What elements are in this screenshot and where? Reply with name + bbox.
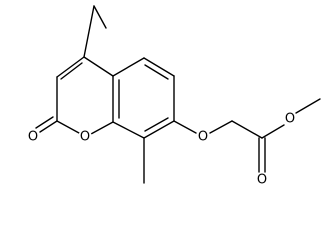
bond-c7-ether-o xyxy=(173,120,197,134)
bond-ch2-ester-c xyxy=(231,120,263,139)
ester-oxygen-atom: O xyxy=(283,112,297,127)
ester-oxygen-label: O xyxy=(285,112,295,127)
ether-oxygen-bg xyxy=(196,130,210,144)
bond-ester-c-o xyxy=(261,124,285,139)
bond-ethyl-ch2 xyxy=(83,5,95,58)
bond-c2-o1 xyxy=(56,120,80,134)
bond-o1-c8a xyxy=(90,121,114,135)
bond-c2-carbonyl-o-double xyxy=(35,116,54,129)
bond-c2-carbonyl-o xyxy=(39,120,58,133)
bond-c8-c8a xyxy=(112,121,145,139)
ether-oxygen-label: O xyxy=(198,130,208,145)
ring-oxygen-bg xyxy=(78,130,92,144)
bond-c4-c3-double xyxy=(60,62,83,80)
atom-labels: O O O O O xyxy=(26,112,297,188)
bond-c4a-c4 xyxy=(83,56,114,77)
carbonyl-oxygen-label: O xyxy=(28,130,38,145)
bond-lines xyxy=(35,5,321,184)
ring-oxygen-atom: O xyxy=(78,130,92,145)
bond-ester-o-ch3 xyxy=(295,98,321,114)
ester-carbonyl-oxygen-label: O xyxy=(257,173,267,188)
carbonyl-oxygen-atom: O xyxy=(26,130,40,145)
bond-c4-c3 xyxy=(56,56,85,78)
bond-c5-c6 xyxy=(143,57,175,77)
carbonyl-oxygen-bg xyxy=(26,130,40,144)
bond-ether-o-ch2 xyxy=(209,120,233,134)
ester-carbonyl-oxygen-atom: O xyxy=(255,173,269,188)
ester-oxygen-bg xyxy=(283,112,297,126)
bond-c7-c8 xyxy=(143,120,175,139)
ester-carbonyl-oxygen-bg xyxy=(255,173,269,187)
bond-ethyl-ch3 xyxy=(93,5,107,29)
ether-oxygen-atom: O xyxy=(196,130,210,145)
bond-c5-c6-double xyxy=(144,64,169,80)
ring-oxygen-label: O xyxy=(80,130,90,145)
bond-c4a-c5 xyxy=(112,57,145,77)
chemical-structure-diagram: O O O O O xyxy=(26,5,321,188)
bond-c7-c8-double xyxy=(144,117,169,132)
